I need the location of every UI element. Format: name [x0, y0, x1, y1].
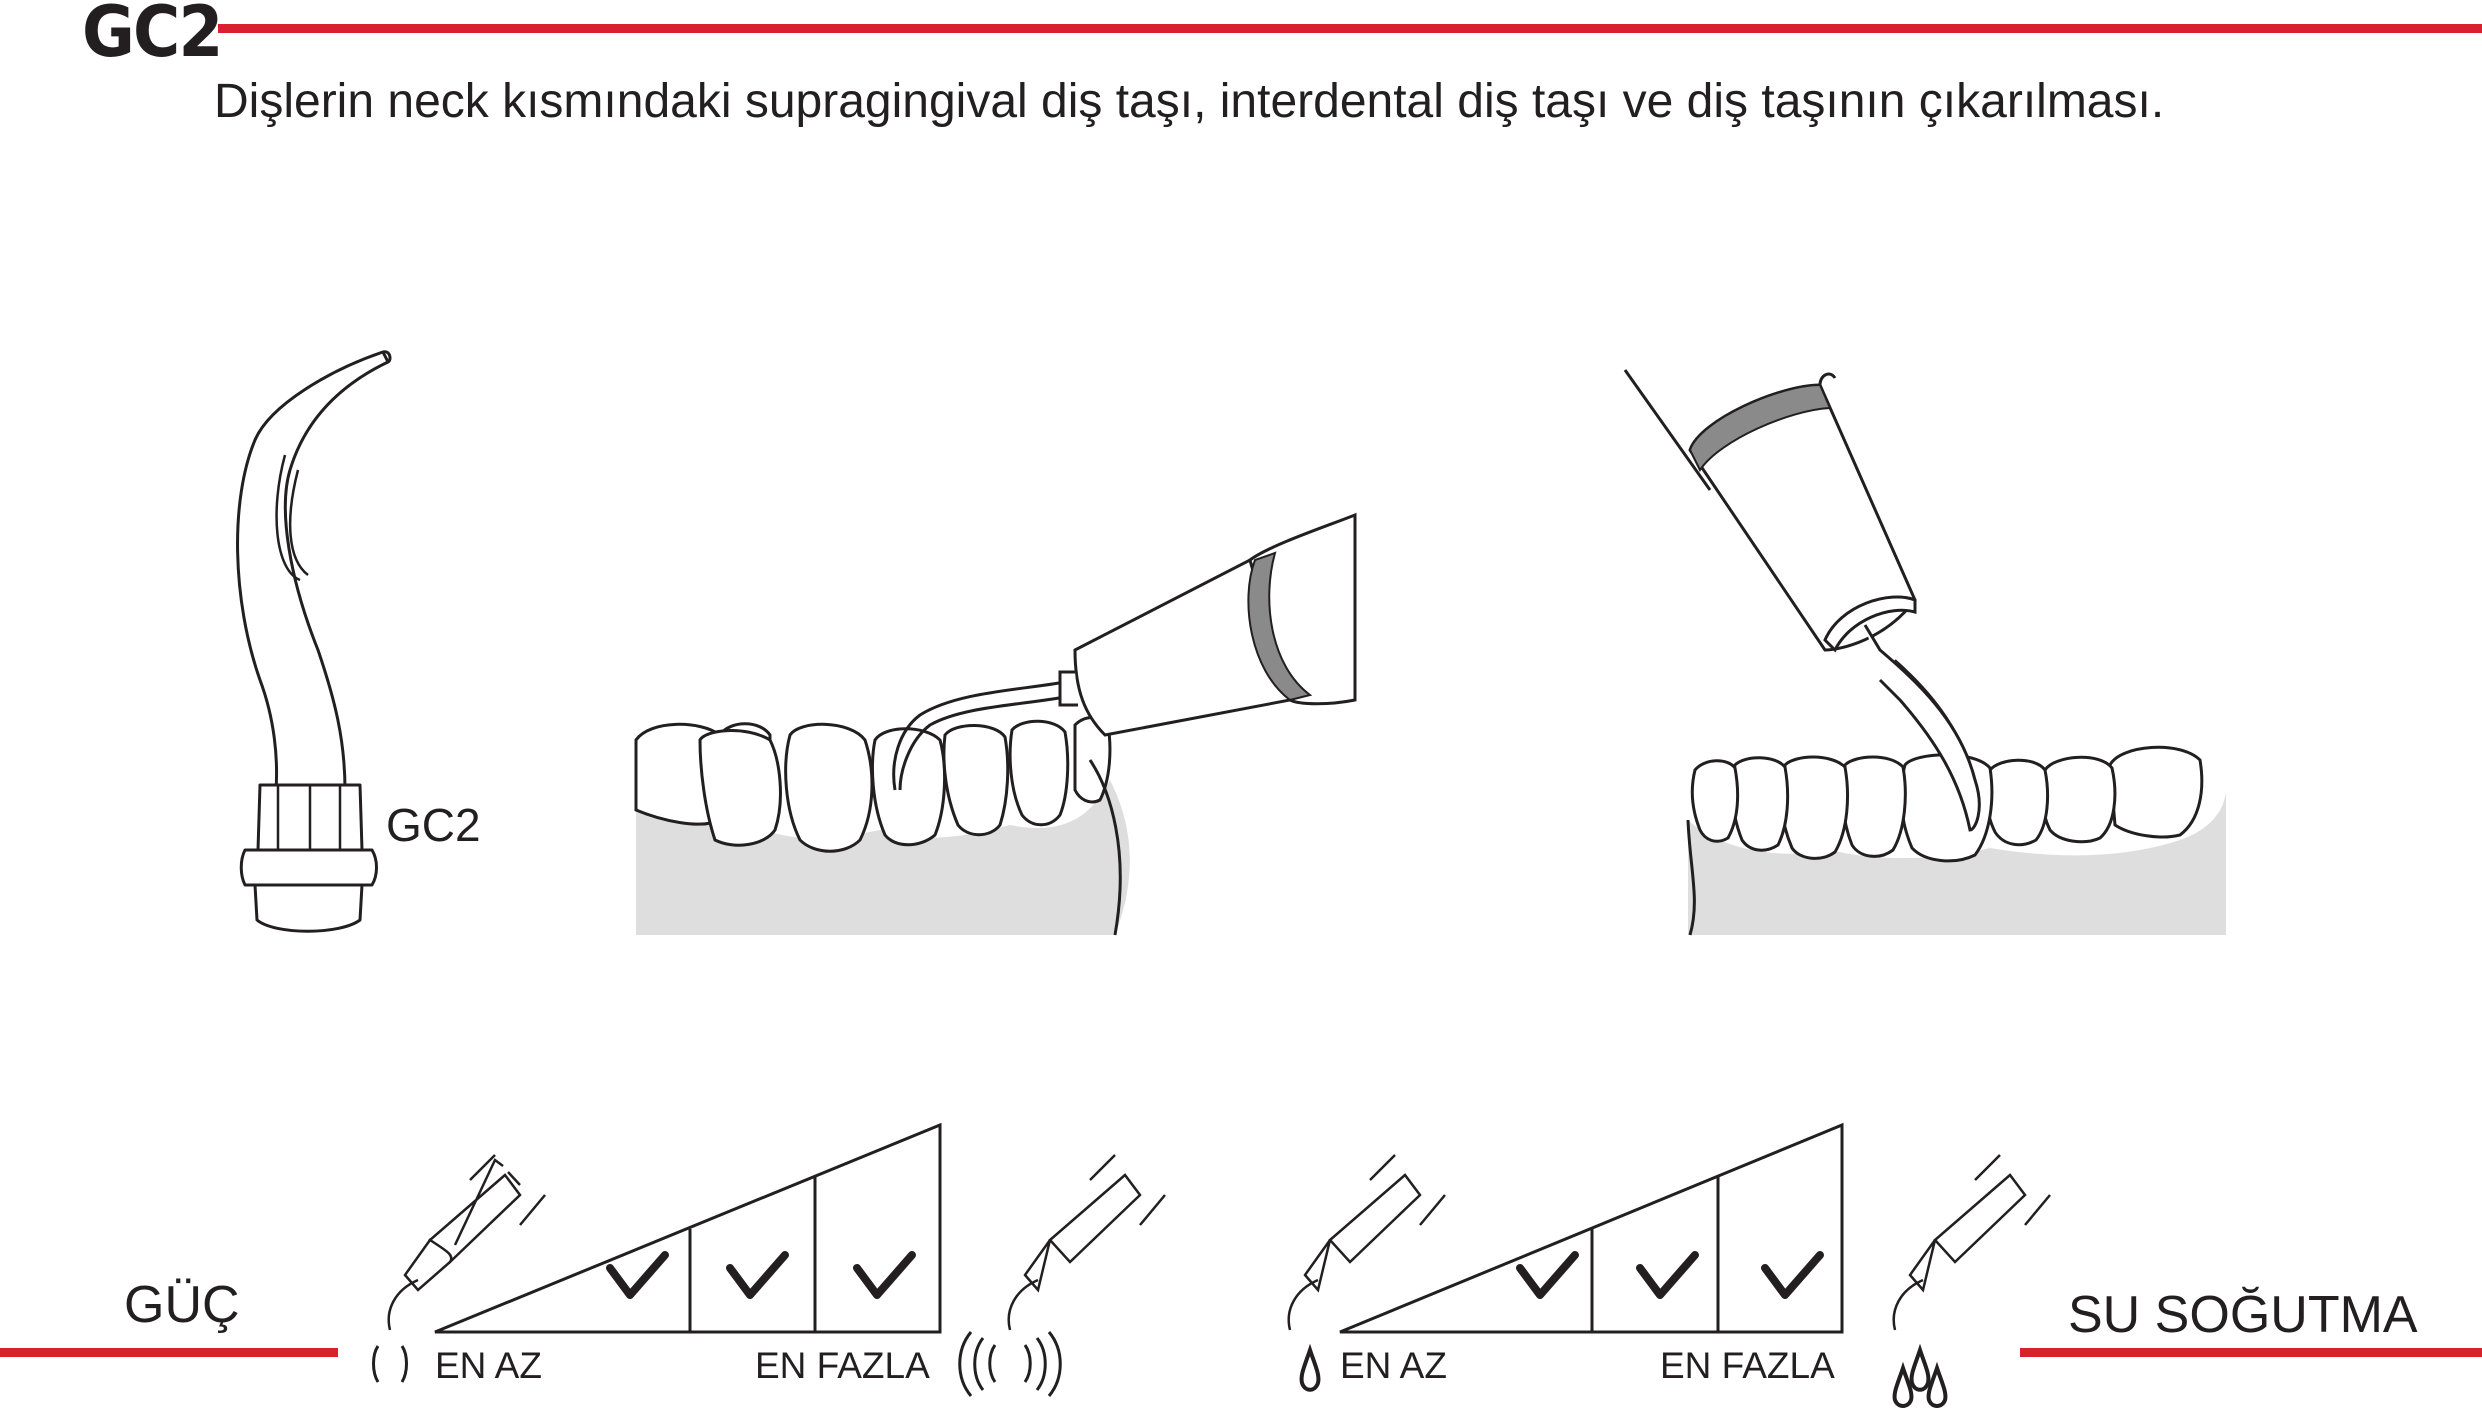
power-min-label: EN AZ	[435, 1345, 542, 1386]
handpiece-icon-water-min	[1287, 1154, 1446, 1331]
power-title: GÜÇ	[124, 1276, 240, 1334]
handpiece-icon-power-max	[1007, 1154, 1166, 1331]
vibration-low-icon	[372, 1345, 408, 1383]
handpiece-icon-water-max	[1892, 1154, 2051, 1331]
water-max-label: EN FAZLA	[1660, 1345, 1835, 1386]
water-rule	[2020, 1348, 2482, 1357]
water-drops-high-icon	[1892, 1343, 1948, 1408]
water-title: SU SOĞUTMA	[2068, 1286, 2418, 1344]
vibration-high-icon	[958, 1331, 1062, 1397]
power-rule	[0, 1348, 338, 1357]
description-text: Dişlerin neck kısmındaki supragingival d…	[214, 75, 2165, 128]
scaler-tip-icon	[236, 350, 392, 933]
power-scale	[434, 1122, 942, 1334]
dental-scaling-illustration-right	[1623, 369, 2226, 936]
water-scale	[1339, 1122, 1844, 1334]
water-min-label: EN AZ	[1340, 1345, 1447, 1386]
handpiece-icon-power-min	[387, 1154, 546, 1331]
title-rule	[218, 24, 2482, 33]
water-drop-low-icon	[1299, 1343, 1321, 1392]
check-icon	[606, 1251, 916, 1299]
dental-scaling-illustration-left	[634, 512, 1357, 936]
power-max-label: EN FAZLA	[755, 1345, 930, 1386]
check-icon	[1516, 1251, 1824, 1299]
tip-label: GC2	[386, 799, 481, 851]
page-title: GC2	[82, 0, 223, 73]
